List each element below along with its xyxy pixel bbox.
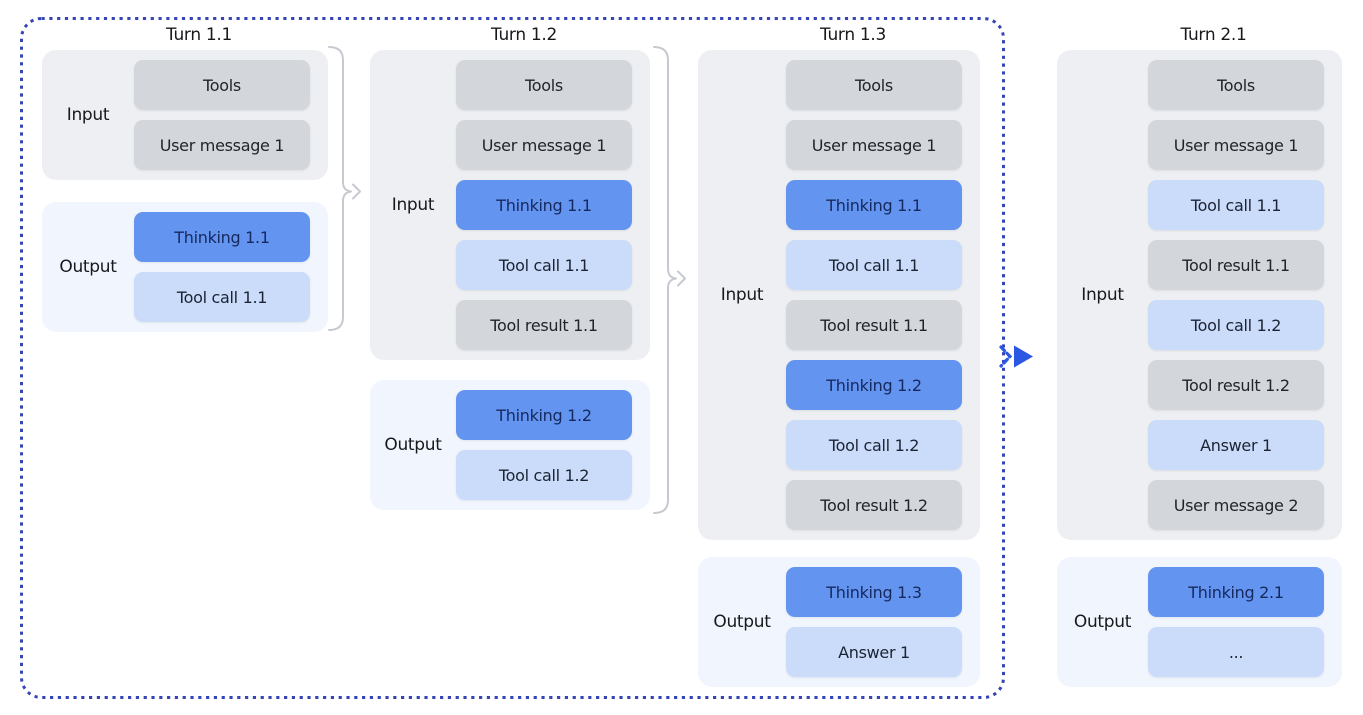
output-chips-stack: Thinking 1.3 Answer 1 bbox=[786, 567, 962, 677]
output-box: Output Thinking 1.2 Tool call 1.2 bbox=[370, 380, 650, 510]
turn-column-1-1: Turn 1.1 Input Tools User message 1 Outp… bbox=[42, 0, 328, 715]
chip-tools: Tools bbox=[1148, 60, 1324, 110]
chip-thinking-1-2: Thinking 1.2 bbox=[456, 390, 632, 440]
chip-ellipsis: ... bbox=[1148, 627, 1324, 677]
input-chips-stack: Tools User message 1 Thinking 1.1 Tool c… bbox=[786, 60, 962, 530]
chip-tool-call-1-1: Tool call 1.1 bbox=[1148, 180, 1324, 230]
output-label: Output bbox=[713, 612, 771, 632]
input-box: Input Tools User message 1 bbox=[42, 50, 328, 180]
chip-tool-result-1-1: Tool result 1.1 bbox=[1148, 240, 1324, 290]
chip-thinking-1-2: Thinking 1.2 bbox=[786, 360, 962, 410]
input-label: Input bbox=[391, 195, 435, 215]
chip-tool-call-1-1: Tool call 1.1 bbox=[786, 240, 962, 290]
turn1-to-turn2-arrow-icon bbox=[1014, 345, 1033, 368]
turn1-to-turn2-chevron-icon bbox=[999, 345, 1013, 368]
input-box: Input Tools User message 1 Tool call 1.1… bbox=[1057, 50, 1342, 540]
chip-thinking-1-3: Thinking 1.3 bbox=[786, 567, 962, 617]
turn-column-1-3: Turn 1.3 Input Tools User message 1 Thin… bbox=[698, 0, 980, 715]
chip-user-message-1: User message 1 bbox=[134, 120, 310, 170]
turn1-group-dashed-border bbox=[20, 17, 1005, 699]
chip-tools: Tools bbox=[134, 60, 310, 110]
output-chips-stack: Thinking 1.2 Tool call 1.2 bbox=[456, 390, 632, 500]
input-label: Input bbox=[720, 285, 764, 305]
chip-thinking-1-1: Thinking 1.1 bbox=[134, 212, 310, 262]
input-chips-stack: Tools User message 1 bbox=[134, 60, 310, 170]
output-label: Output bbox=[1073, 612, 1132, 632]
chip-user-message-1: User message 1 bbox=[456, 120, 632, 170]
chip-tool-result-1-2: Tool result 1.2 bbox=[786, 480, 962, 530]
turn-title: Turn 2.1 bbox=[1180, 25, 1247, 45]
chip-tools: Tools bbox=[786, 60, 962, 110]
input-label: Input bbox=[66, 105, 110, 125]
turn-column-1-2: Turn 1.2 Input Tools User message 1 Thin… bbox=[370, 0, 650, 715]
chip-user-message-1: User message 1 bbox=[1148, 120, 1324, 170]
input-label: Input bbox=[1081, 285, 1124, 305]
brace-turn12-to-turn13 bbox=[653, 46, 677, 514]
turn-title: Turn 1.2 bbox=[490, 25, 558, 45]
turn-title: Turn 1.1 bbox=[165, 25, 233, 45]
output-label: Output bbox=[59, 257, 117, 277]
chip-user-message-1: User message 1 bbox=[786, 120, 962, 170]
chip-tool-result-1-1: Tool result 1.1 bbox=[456, 300, 632, 350]
chip-answer-1: Answer 1 bbox=[786, 627, 962, 677]
output-box: Output Thinking 1.3 Answer 1 bbox=[698, 557, 980, 687]
input-chips-stack: Tools User message 1 Thinking 1.1 Tool c… bbox=[456, 60, 632, 350]
chip-thinking-1-1: Thinking 1.1 bbox=[456, 180, 632, 230]
brace-turn11-to-turn12 bbox=[328, 46, 352, 331]
input-box: Input Tools User message 1 Thinking 1.1 … bbox=[698, 50, 980, 540]
output-box: Output Thinking 1.1 Tool call 1.1 bbox=[42, 202, 328, 332]
chip-thinking-2-1: Thinking 2.1 bbox=[1148, 567, 1324, 617]
chip-tool-result-1-2: Tool result 1.2 bbox=[1148, 360, 1324, 410]
chip-user-message-2: User message 2 bbox=[1148, 480, 1324, 530]
output-chips-stack: Thinking 2.1 ... bbox=[1148, 567, 1324, 677]
output-box: Output Thinking 2.1 ... bbox=[1057, 557, 1342, 687]
input-chips-stack: Tools User message 1 Tool call 1.1 Tool … bbox=[1148, 60, 1324, 530]
chip-tool-call-1-1: Tool call 1.1 bbox=[134, 272, 310, 322]
chip-tools: Tools bbox=[456, 60, 632, 110]
brace-arrowhead-1-icon bbox=[352, 183, 361, 200]
chip-tool-call-1-1: Tool call 1.1 bbox=[456, 240, 632, 290]
turn-column-2-1: Turn 2.1 Input Tools User message 1 Tool… bbox=[1057, 0, 1342, 715]
turn-title: Turn 1.3 bbox=[819, 25, 887, 45]
chip-tool-result-1-1: Tool result 1.1 bbox=[786, 300, 962, 350]
chip-answer-1: Answer 1 bbox=[1148, 420, 1324, 470]
chip-thinking-1-1: Thinking 1.1 bbox=[786, 180, 962, 230]
brace-arrowhead-2-icon bbox=[677, 270, 686, 287]
chip-tool-call-1-2: Tool call 1.2 bbox=[456, 450, 632, 500]
chip-tool-call-1-2: Tool call 1.2 bbox=[786, 420, 962, 470]
output-chips-stack: Thinking 1.1 Tool call 1.1 bbox=[134, 212, 310, 322]
chip-tool-call-1-2: Tool call 1.2 bbox=[1148, 300, 1324, 350]
input-box: Input Tools User message 1 Thinking 1.1 … bbox=[370, 50, 650, 360]
output-label: Output bbox=[384, 435, 442, 455]
